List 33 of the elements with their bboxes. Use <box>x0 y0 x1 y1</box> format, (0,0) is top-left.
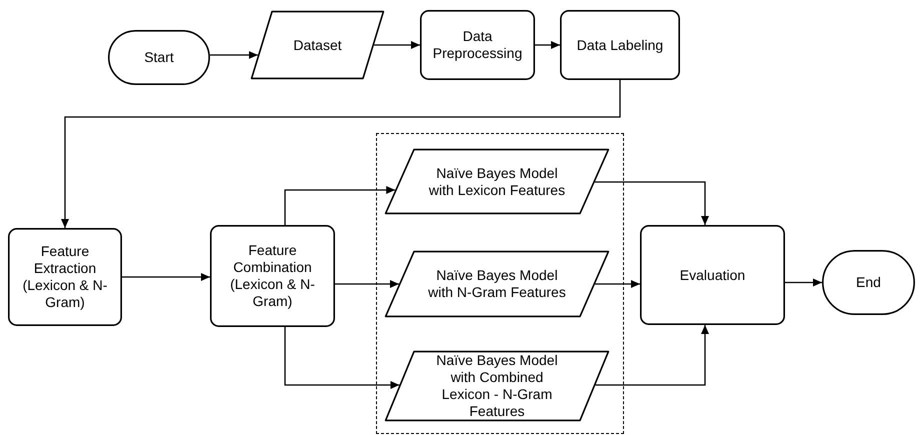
arrow <box>284 186 396 225</box>
arrow <box>595 325 709 386</box>
arrow <box>210 51 258 59</box>
arrow <box>335 280 399 288</box>
node-label: Feature Combination (Lexicon & N-Gram) <box>229 242 316 310</box>
data-parallelogram <box>250 10 385 80</box>
node-label: Feature Extraction (Lexicon & N-Gram) <box>22 243 108 311</box>
data-parallelogram <box>384 250 610 318</box>
node-label: Evaluation <box>680 266 746 284</box>
arrow <box>785 278 822 286</box>
node-label: Data Labeling <box>576 36 664 54</box>
arrow <box>374 41 420 49</box>
arrow <box>284 327 400 389</box>
node-label: Naïve Bayes Model with N-Gram Features <box>427 267 567 301</box>
arrow <box>61 80 621 228</box>
process-box <box>640 225 785 325</box>
process-box <box>560 10 680 80</box>
arrow <box>122 273 210 281</box>
arrow <box>594 181 709 225</box>
node-label: Dataset <box>293 36 342 54</box>
data-parallelogram <box>384 350 610 422</box>
arrow <box>595 280 640 288</box>
arrow <box>535 41 560 49</box>
node-label: End <box>856 274 881 291</box>
process-box <box>420 10 535 80</box>
process-box <box>8 228 122 326</box>
node-label: Naïve Bayes Model with Lexicon Features <box>428 164 566 198</box>
data-parallelogram <box>384 148 610 215</box>
node-label: Data Preprocessing <box>432 28 524 62</box>
node-label: Start <box>144 49 174 66</box>
node-label: Naïve Bayes Model with Combined Lexicon - N-Gram Features <box>435 352 559 420</box>
process-box <box>210 225 335 327</box>
dashed-group-box <box>376 133 624 434</box>
